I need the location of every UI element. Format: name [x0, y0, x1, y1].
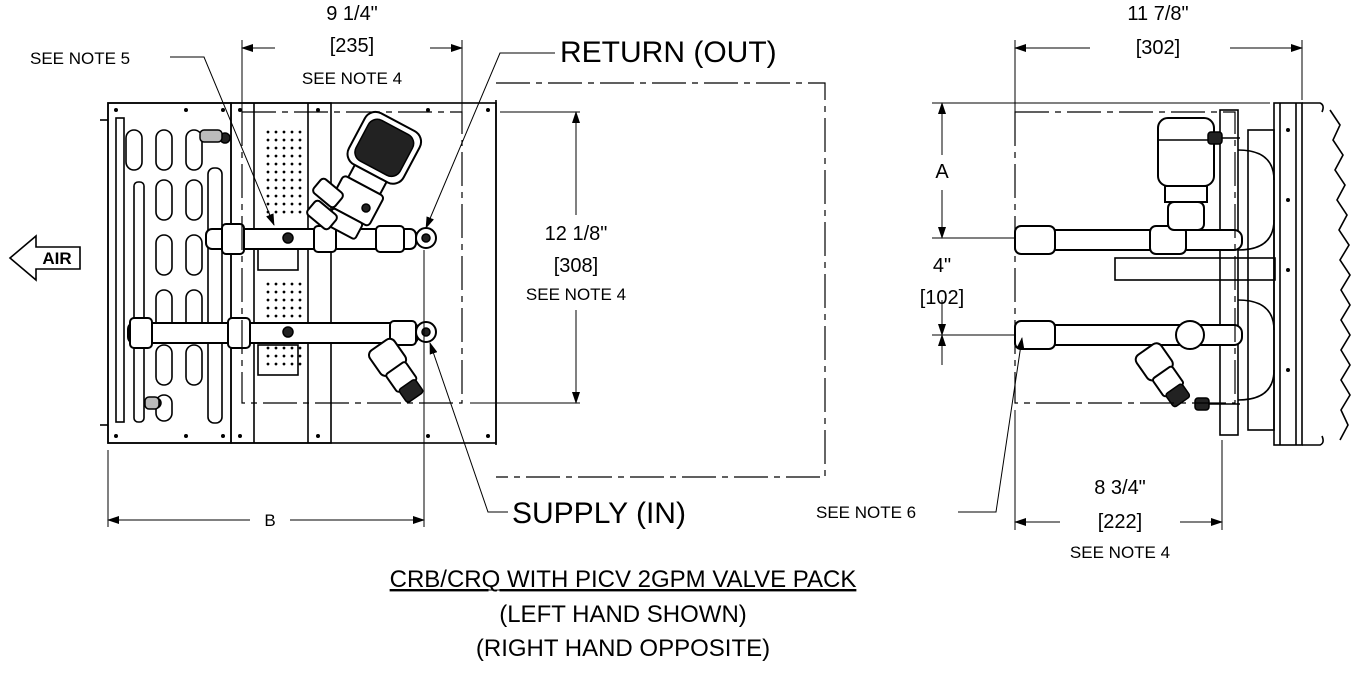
- mounting-bracket: [1114, 257, 1276, 281]
- frame-bolts: [114, 108, 490, 438]
- dim-222: [222]: [1098, 511, 1142, 533]
- b-dimension-label: B: [264, 511, 275, 530]
- side-actuator: [1157, 117, 1215, 187]
- note4-mid: SEE NOTE 4: [526, 285, 626, 304]
- dim-235: [235]: [330, 35, 374, 57]
- supply-in-label: SUPPLY (IN): [512, 497, 686, 530]
- coil-envelope: [496, 82, 826, 478]
- return-pipe: [205, 223, 437, 255]
- dim-8-3-4: 8 3/4": [1094, 477, 1146, 499]
- mounting-channel: [230, 102, 332, 444]
- caption-line-2: (LEFT HAND SHOWN): [499, 601, 747, 628]
- note4-top: SEE NOTE 4: [302, 69, 402, 88]
- strainer-valve: [368, 337, 424, 403]
- side-valve-envelope: [1014, 111, 1236, 404]
- left-dimensions: [107, 40, 580, 527]
- dim-308: [308]: [554, 255, 598, 277]
- break-line: [1329, 109, 1351, 441]
- a-dimension-label: A: [935, 161, 949, 183]
- air-label: AIR: [42, 249, 71, 268]
- valve-envelope: [241, 111, 463, 404]
- end-plate-slots: [125, 129, 203, 422]
- picv-actuator: [306, 110, 423, 240]
- note5-label: SEE NOTE 5: [30, 49, 130, 68]
- return-out-label: RETURN (OUT): [560, 36, 777, 69]
- supply-pipe: [127, 317, 437, 349]
- air-arrow: [8, 234, 81, 282]
- dim-11-7-8: 11 7/8": [1127, 3, 1188, 25]
- dim-4: 4": [933, 255, 951, 277]
- right-view: [1014, 102, 1351, 446]
- dim-12-1-8: 12 1/8": [545, 223, 608, 245]
- note4-right: SEE NOTE 4: [1070, 543, 1170, 562]
- right-dimensions: [932, 40, 1303, 530]
- caption-title: CRB/CRQ WITH PICV 2GPM VALVE PACK: [390, 566, 857, 593]
- note6-label: SEE NOTE 6: [816, 503, 916, 522]
- perforation-upper: [262, 130, 302, 215]
- drawing-labels: SEE NOTE 5 9 1/4" [235] SEE NOTE 4 RETUR…: [30, 3, 1189, 662]
- dim-102: [102]: [920, 287, 964, 309]
- coil-header: [1273, 102, 1303, 446]
- dim-302: [302]: [1136, 37, 1180, 59]
- dim-9-1-4: 9 1/4": [326, 3, 378, 25]
- caption-line-3: (RIGHT HAND OPPOSITE): [476, 635, 770, 662]
- left-view: [100, 82, 826, 478]
